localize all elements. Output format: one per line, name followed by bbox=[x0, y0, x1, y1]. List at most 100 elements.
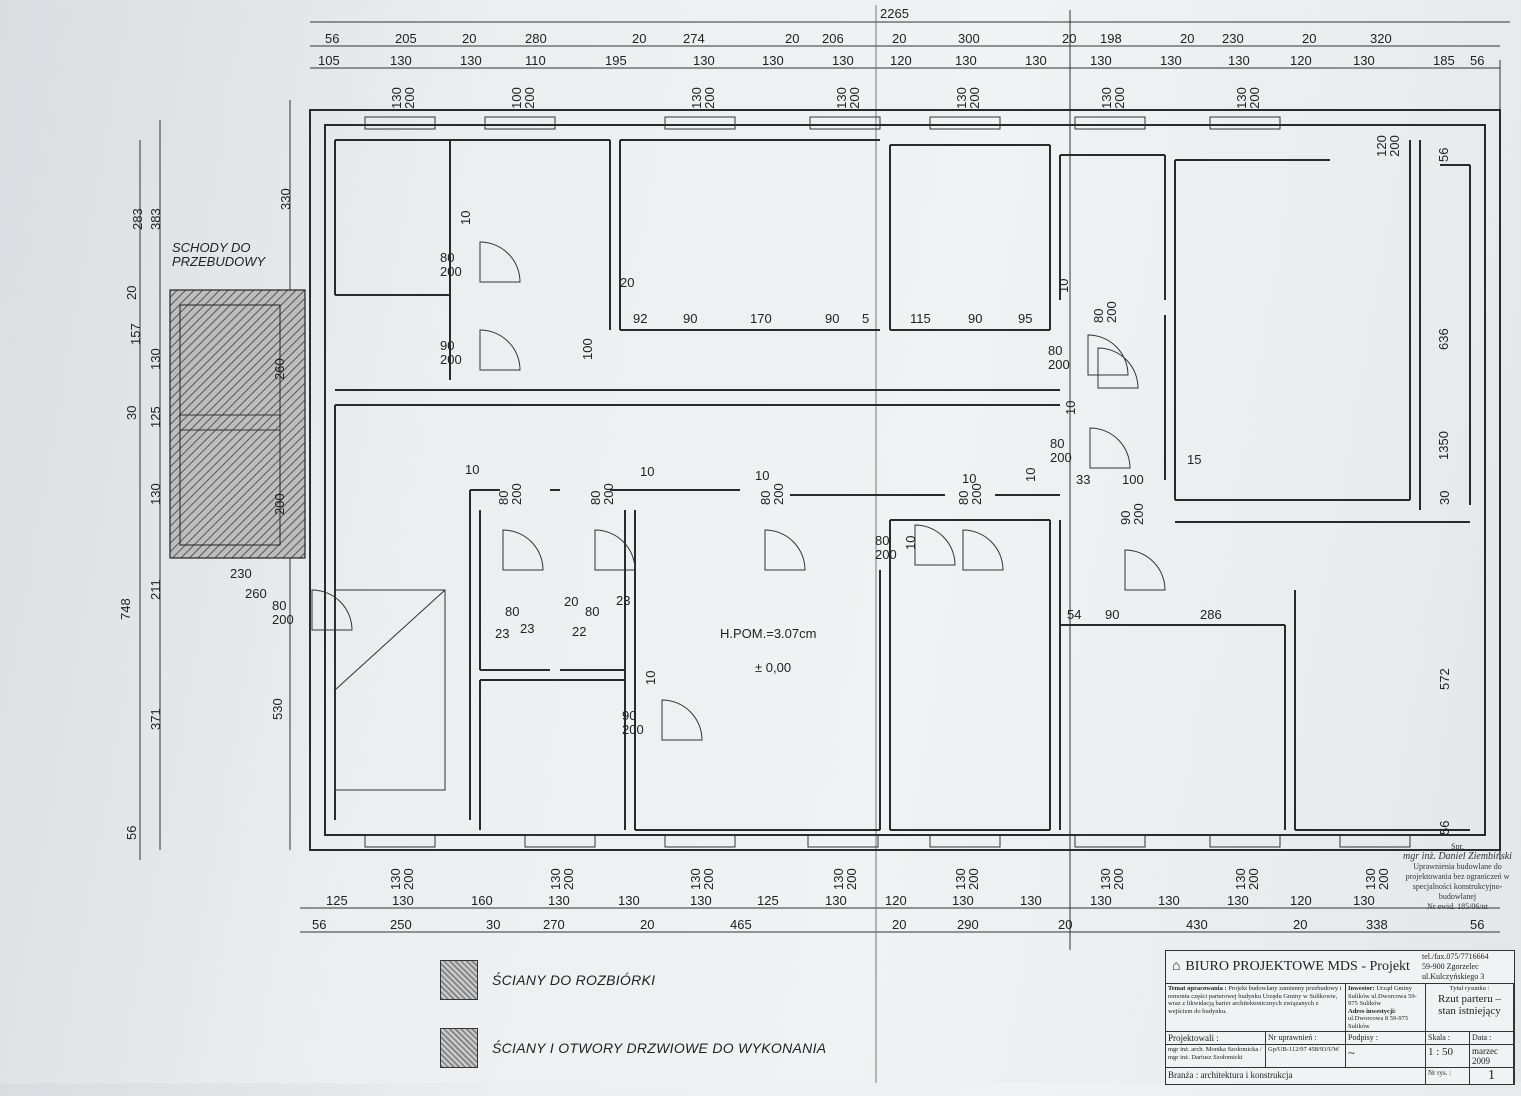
dimension-label: 195 bbox=[605, 53, 627, 68]
dimension-label: 10 bbox=[1056, 279, 1071, 293]
window-size-label: 130 200 bbox=[1234, 87, 1262, 109]
dimension-label: 120 bbox=[1290, 53, 1312, 68]
dimension-label: 130 bbox=[148, 483, 163, 505]
signatures-label: Podpisy : bbox=[1346, 1032, 1426, 1045]
dimension-label: 330 bbox=[278, 188, 293, 210]
dimension-label: 320 bbox=[1370, 31, 1392, 46]
dimension-label: 22 bbox=[572, 624, 586, 639]
dimension-label: 260 bbox=[272, 358, 287, 380]
drawing-title-label: Tytuł rysunku : bbox=[1449, 985, 1490, 992]
license-label: Nr uprawnień : bbox=[1266, 1032, 1346, 1045]
dimension-label: 260 bbox=[245, 586, 267, 601]
designers-label: Projektowali : bbox=[1166, 1032, 1266, 1045]
scale: 1 : 50 bbox=[1426, 1045, 1470, 1068]
door-swing bbox=[502, 529, 544, 571]
dimension-label: 20 bbox=[632, 31, 646, 46]
door-height: 200 bbox=[969, 483, 984, 505]
engineer-stamp: Spr. mgr inż. Daniel Ziembiński Uprawnie… bbox=[1395, 842, 1520, 912]
entrance-stairs bbox=[169, 289, 446, 791]
door-height: 200 bbox=[1048, 357, 1070, 372]
door-width: 90 bbox=[1118, 511, 1133, 525]
door-width: 80 bbox=[875, 533, 889, 548]
window-width: 130 bbox=[953, 868, 968, 890]
dimension-label: 23 bbox=[495, 626, 509, 641]
title-grid: Temat opracowania : Projekt budowlany za… bbox=[1166, 984, 1514, 1084]
room-height-note: H.POM.=3.07cm bbox=[720, 626, 816, 641]
door-swing bbox=[914, 524, 956, 566]
dimension-label: 56 bbox=[124, 826, 139, 840]
dimension-label: 748 bbox=[118, 598, 133, 620]
dimension-label: 80 bbox=[585, 604, 599, 619]
dimension-label: 120 bbox=[890, 53, 912, 68]
dimension-label: 10 bbox=[465, 462, 479, 477]
window bbox=[364, 116, 436, 130]
door-width: 80 bbox=[496, 491, 511, 505]
door-width: 80 bbox=[1050, 436, 1064, 451]
dimension-label: 33 bbox=[1076, 472, 1090, 487]
door-swing bbox=[1089, 427, 1131, 469]
title-block: ⌂ BIURO PROJEKTOWE MDS - Projekt tel./fa… bbox=[1165, 950, 1515, 1085]
dimension-label: 130 bbox=[548, 893, 570, 908]
window-width: 130 bbox=[688, 868, 703, 890]
dimension-label: 80 bbox=[505, 604, 519, 619]
dimension-label: 115 bbox=[910, 311, 931, 326]
hatch-swatch bbox=[440, 960, 478, 1000]
dimension-label: 20 bbox=[1058, 917, 1072, 932]
window-width: 130 bbox=[1233, 868, 1248, 890]
dimension-label: 10 bbox=[1063, 401, 1078, 415]
dimension-label: 20 bbox=[1293, 917, 1307, 932]
dimension-label: 205 bbox=[395, 31, 417, 46]
dimension-label: 130 bbox=[390, 53, 412, 68]
door-swing bbox=[594, 529, 636, 571]
dimension-label: 130 bbox=[1025, 53, 1047, 68]
window bbox=[1209, 834, 1281, 848]
door-width: 90 bbox=[440, 338, 454, 353]
door-swing bbox=[311, 589, 353, 631]
dimension-label: 20 bbox=[640, 917, 654, 932]
dimension-label: 230 bbox=[1222, 31, 1244, 46]
window bbox=[809, 116, 881, 130]
dimension-label: 54 bbox=[1067, 607, 1081, 622]
dimension-label: 198 bbox=[1100, 31, 1122, 46]
contact-phone: tel./fax.075/7716664 bbox=[1422, 952, 1489, 961]
dimension-label: 130 bbox=[392, 893, 414, 908]
dimension-label: 280 bbox=[525, 31, 547, 46]
address-label: Adres inwestycji: bbox=[1348, 1007, 1397, 1015]
dimension-label: 20 bbox=[785, 31, 799, 46]
dimension-label: 92 bbox=[633, 311, 647, 326]
contact-city: 59-900 Zgorzelec bbox=[1422, 962, 1479, 971]
address: ul.Dworcowa 8 59-975 Sulików bbox=[1348, 1015, 1409, 1030]
dimension-label: 130 bbox=[762, 53, 784, 68]
door-width: 80 bbox=[758, 491, 773, 505]
walls bbox=[309, 109, 1501, 851]
window-size-label: 120 200 bbox=[1374, 135, 1402, 157]
stamp-name: mgr inż. Daniel Ziembiński bbox=[1403, 851, 1512, 862]
dimension-label: 20 bbox=[1180, 31, 1194, 46]
dimension-label: 170 bbox=[750, 311, 772, 326]
window-size-label: 130 200 bbox=[1099, 87, 1127, 109]
window-size-label: 130 200 bbox=[389, 87, 417, 109]
dimension-label: 10 bbox=[1023, 468, 1038, 482]
dimension-label: 430 bbox=[1186, 917, 1208, 932]
dimension-label: 130 bbox=[955, 53, 977, 68]
window bbox=[807, 834, 879, 848]
dimension-label: 130 bbox=[1160, 53, 1182, 68]
dimension-label: 120 bbox=[885, 893, 907, 908]
stamp-license: Uprawnienia budowlane do projektowania b… bbox=[1405, 862, 1510, 901]
door-height: 200 bbox=[601, 483, 616, 505]
window-size-label: 130 200 bbox=[689, 87, 717, 109]
dimension-label: 130 bbox=[1353, 893, 1375, 908]
dimension-label: 56 bbox=[325, 31, 339, 46]
dimension-label: 130 bbox=[1090, 893, 1112, 908]
date-label: Data : bbox=[1470, 1032, 1514, 1045]
dimension-label: 125 bbox=[326, 893, 348, 908]
dimension-label: 30 bbox=[124, 406, 139, 420]
dimension-label: 130 bbox=[1090, 53, 1112, 68]
dimension-label: 338 bbox=[1366, 917, 1388, 932]
drawing-title: Rzut parteru – stan istniejący bbox=[1438, 992, 1501, 1017]
dimension-label: 100 bbox=[580, 338, 595, 360]
door-swing bbox=[479, 329, 521, 371]
signature: ~ bbox=[1346, 1045, 1426, 1068]
dimension-label: 20 bbox=[892, 31, 906, 46]
window bbox=[1339, 834, 1411, 848]
